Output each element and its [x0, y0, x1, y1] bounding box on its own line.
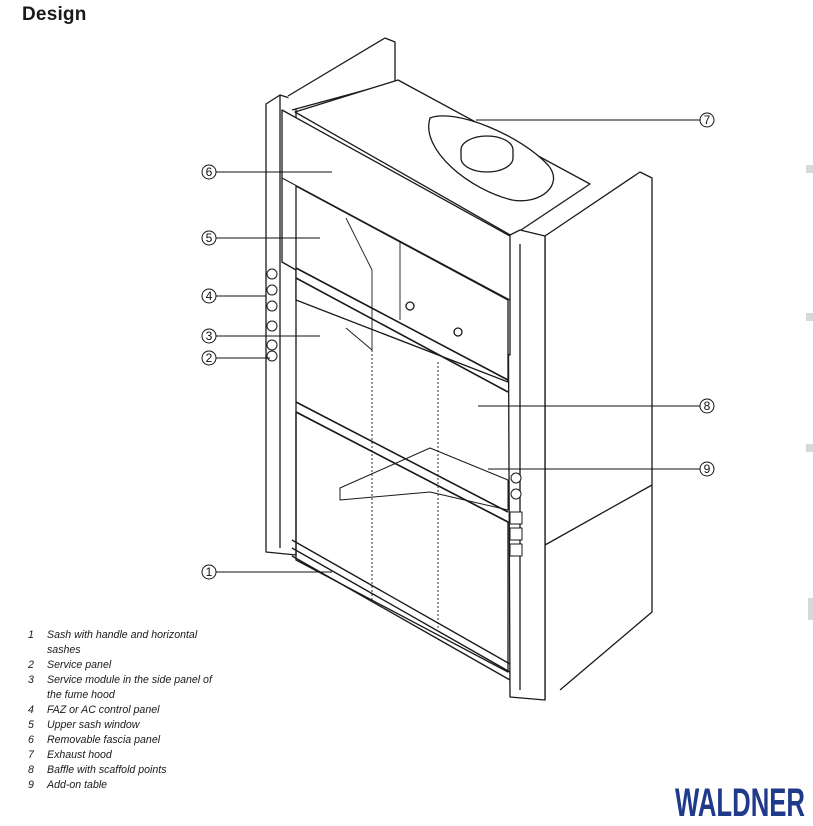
legend-item: 2 Service panel — [28, 658, 228, 673]
legend-number: 4 — [28, 704, 34, 716]
legend-text: Service module in the side panel of the … — [47, 674, 212, 701]
callout-number-5: 5 — [206, 231, 213, 245]
lower-sash-area — [295, 411, 509, 673]
callout-number-2: 2 — [206, 351, 213, 365]
callout-circle-6 — [201, 164, 217, 180]
callout-circle-4 — [201, 288, 217, 304]
edge-mark — [806, 313, 813, 321]
legend-text: Service panel — [47, 659, 112, 671]
legend-text: Baffle with scaffold points — [47, 764, 167, 776]
legend-text: Removable fascia panel — [47, 734, 161, 746]
callout-circle-2 — [201, 350, 217, 366]
callout-number-6: 6 — [206, 165, 213, 179]
legend-number: 5 — [28, 719, 34, 731]
legend-item: 9 Add-on table — [28, 778, 228, 793]
legend-item: 3 Service module in the side panel of the… — [28, 673, 228, 703]
callout-circle-8 — [699, 398, 715, 414]
legend-number: 1 — [28, 629, 34, 641]
bottom-rail — [291, 539, 511, 681]
legend-number: 9 — [28, 779, 34, 791]
legend-number: 7 — [28, 749, 34, 761]
callout-number-8: 8 — [704, 399, 711, 413]
legend-item: 5 Upper sash window — [28, 718, 228, 733]
service-module-right — [509, 472, 523, 557]
page-heading: Design — [22, 4, 87, 25]
front-right-post — [507, 229, 546, 701]
callout-circle-5 — [201, 230, 217, 246]
legend-number: 8 — [28, 764, 34, 776]
logo-wordmark: WALDNER — [675, 781, 805, 820]
legend-text: Exhaust hood — [47, 749, 112, 761]
edge-mark — [806, 444, 813, 452]
legend-text: Add-on table — [47, 779, 108, 791]
legend-item: 4 FAZ or AC control panel — [28, 703, 228, 718]
waldner-logo: WALDNER — [675, 781, 805, 820]
callout-number-9: 9 — [704, 462, 711, 476]
service-module-left — [266, 268, 278, 362]
exhaust-hood — [428, 115, 555, 202]
callout-circle-7 — [699, 112, 715, 128]
legend-number: 6 — [28, 734, 34, 746]
callout-number-3: 3 — [206, 329, 213, 343]
legend-item: 6 Removable fascia panel — [28, 733, 228, 748]
legend-text: Upper sash window — [47, 719, 140, 731]
callout-number-1: 1 — [206, 565, 213, 579]
callout-circle-9 — [699, 461, 715, 477]
legend-number: 3 — [28, 674, 34, 686]
callout-number-7: 7 — [704, 113, 711, 127]
legend-text: Sash with handle and horizontal sashes — [47, 629, 198, 656]
sash-handle-bar — [295, 267, 509, 393]
legend-item: 8 Baffle with scaffold points — [28, 763, 228, 778]
right-side-panel — [544, 171, 653, 546]
edge-mark — [806, 165, 813, 173]
legend-item: 7 Exhaust hood — [28, 748, 228, 763]
legend-text: FAZ or AC control panel — [47, 704, 160, 716]
edge-mark — [808, 598, 813, 620]
callout-circle-1 — [201, 564, 217, 580]
legend-number: 2 — [28, 659, 34, 671]
callout-number-4: 4 — [206, 289, 213, 303]
legend-item: 1 Sash with handle and horizontal sashes — [28, 628, 228, 658]
add-on-table — [339, 447, 509, 511]
callout-circle-3 — [201, 328, 217, 344]
